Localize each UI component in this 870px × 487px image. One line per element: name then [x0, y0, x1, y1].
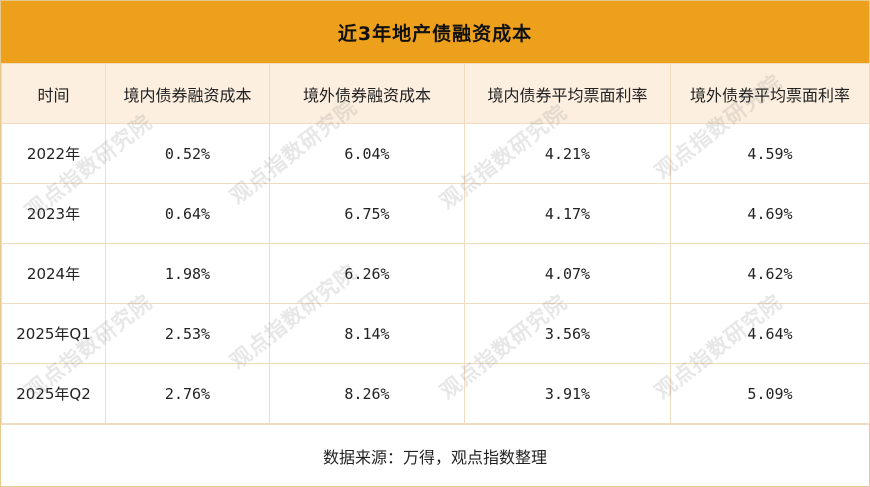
header-row: 时间 境内债券融资成本 境外债券融资成本 境内债券平均票面利率 境外债券平均票面…: [1, 63, 870, 124]
period-cell: 2025年Q2: [1, 363, 106, 424]
table-title: 近3年地产债融资成本: [1, 1, 869, 63]
period-cell: 2023年: [1, 183, 106, 244]
onshore-coupon-cell: 4.21%: [464, 123, 671, 184]
offshore-coupon-cell: 4.69%: [670, 183, 870, 244]
onshore-cost-cell: 0.52%: [105, 123, 270, 184]
onshore-coupon-cell: 4.07%: [464, 243, 671, 304]
period-cell: 2025年Q1: [1, 303, 106, 364]
header-onshore-cost: 境内债券融资成本: [105, 63, 270, 124]
onshore-cost-cell: 2.76%: [105, 363, 270, 424]
table-row: 2024年 1.98% 6.26% 4.07% 4.62%: [1, 243, 870, 304]
onshore-coupon-cell: 3.56%: [464, 303, 671, 364]
onshore-cost-cell: 2.53%: [105, 303, 270, 364]
offshore-cost-cell: 6.26%: [269, 243, 465, 304]
header-offshore-cost: 境外债券融资成本: [269, 63, 465, 124]
onshore-coupon-cell: 3.91%: [464, 363, 671, 424]
period-cell: 2022年: [1, 123, 106, 184]
header-offshore-coupon: 境外债券平均票面利率: [670, 63, 870, 124]
header-period: 时间: [1, 63, 106, 124]
onshore-coupon-cell: 4.17%: [464, 183, 671, 244]
table-row: 2023年 0.64% 6.75% 4.17% 4.69%: [1, 183, 870, 244]
offshore-cost-cell: 6.75%: [269, 183, 465, 244]
table-row: 2025年Q2 2.76% 8.26% 3.91% 5.09%: [1, 363, 870, 424]
table-row: 2022年 0.52% 6.04% 4.21% 4.59%: [1, 123, 870, 184]
offshore-coupon-cell: 4.64%: [670, 303, 870, 364]
onshore-cost-cell: 0.64%: [105, 183, 270, 244]
offshore-cost-cell: 8.14%: [269, 303, 465, 364]
onshore-cost-cell: 1.98%: [105, 243, 270, 304]
period-cell: 2024年: [1, 243, 106, 304]
offshore-cost-cell: 6.04%: [269, 123, 465, 184]
header-onshore-coupon: 境内债券平均票面利率: [464, 63, 671, 124]
offshore-coupon-cell: 5.09%: [670, 363, 870, 424]
offshore-cost-cell: 8.26%: [269, 363, 465, 424]
offshore-coupon-cell: 4.62%: [670, 243, 870, 304]
source-note: 数据来源：万得，观点指数整理: [1, 424, 869, 487]
offshore-coupon-cell: 4.59%: [670, 123, 870, 184]
data-table: 时间 境内债券融资成本 境外债券融资成本 境内债券平均票面利率 境外债券平均票面…: [1, 63, 870, 424]
table-row: 2025年Q1 2.53% 8.14% 3.56% 4.64%: [1, 303, 870, 364]
